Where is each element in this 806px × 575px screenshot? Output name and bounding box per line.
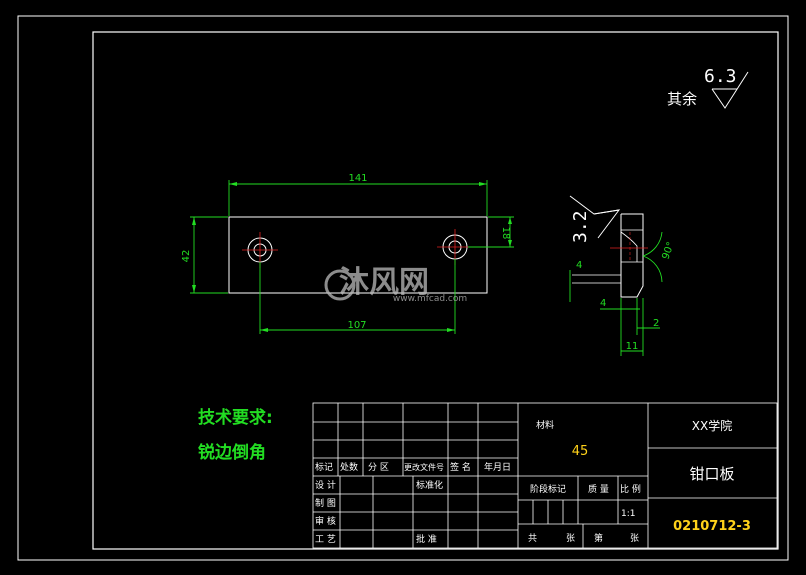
drawing-number: 0210712-3 <box>673 519 751 534</box>
scale-value: 1:1 <box>621 509 635 519</box>
dim-length: 141 <box>348 173 367 184</box>
label-approve: 批 准 <box>416 533 437 545</box>
roughness-local-value: 3.2 <box>570 210 591 243</box>
dimension-arrows <box>192 182 512 332</box>
inner-frame <box>92 31 779 550</box>
header-count: 处数 <box>340 461 358 473</box>
dim-hole-offset: 18 <box>500 227 511 240</box>
outer-frame <box>17 15 789 561</box>
title-block-labels: 标记 处数 分 区 更改文件号 签 名 年月日 设 计 标准化 制 图 审 核 … <box>315 419 641 545</box>
dim-chamfer-b: 4 <box>600 298 606 309</box>
dim-step: 2 <box>653 318 659 329</box>
label-design: 设 计 <box>315 479 336 491</box>
roughness-local-symbol: 3.2 <box>569 195 621 243</box>
label-scale: 比 例 <box>620 483 641 495</box>
front-view <box>228 216 488 294</box>
dim-thickness: 11 <box>626 341 639 352</box>
label-total: 共 <box>528 533 537 544</box>
plate-outline <box>228 216 488 294</box>
label-stage-mark: 阶段标记 <box>530 483 566 495</box>
roughness-rest-label: 其余 <box>667 90 697 108</box>
label-page: 第 <box>594 532 603 544</box>
school-name: XX学院 <box>692 418 732 433</box>
dim-height: 42 <box>181 250 192 263</box>
label-sheets-1: 张 <box>566 533 575 544</box>
label-drafting: 制 图 <box>315 497 336 509</box>
header-zone: 分 区 <box>368 462 389 473</box>
part-name: 钳口板 <box>689 465 734 483</box>
material-value: 45 <box>572 444 589 459</box>
label-check: 审 核 <box>315 515 336 527</box>
roughness-rest-symbol: 其余 6.3 <box>667 66 749 109</box>
label-mass: 质 量 <box>588 483 609 495</box>
header-change-doc: 更改文件号 <box>404 462 444 472</box>
watermark-name: 沐风网 <box>339 265 429 300</box>
watermark: 沐风网 www.mfcad.com <box>324 265 467 304</box>
label-sheets-2: 张 <box>630 533 639 544</box>
dim-angle: 90° <box>660 241 676 261</box>
side-view <box>572 213 648 298</box>
dim-chamfer-a: 4 <box>576 260 582 271</box>
header-date: 年月日 <box>484 461 511 473</box>
roughness-rest-value: 6.3 <box>704 66 737 87</box>
dim-hole-distance: 107 <box>347 320 366 331</box>
dimension-lines <box>190 180 514 334</box>
label-standardize: 标准化 <box>416 479 443 491</box>
requirements-title: 技术要求: <box>198 407 273 428</box>
requirements-item: 锐边倒角 <box>198 442 266 463</box>
label-material: 材料 <box>536 419 554 431</box>
label-process: 工 艺 <box>315 534 336 545</box>
title-block-grid <box>312 402 778 549</box>
header-signature: 签 名 <box>450 461 471 473</box>
side-dimension-lines <box>569 231 663 356</box>
watermark-url: www.mfcad.com <box>393 294 467 304</box>
header-mark: 标记 <box>315 461 333 473</box>
